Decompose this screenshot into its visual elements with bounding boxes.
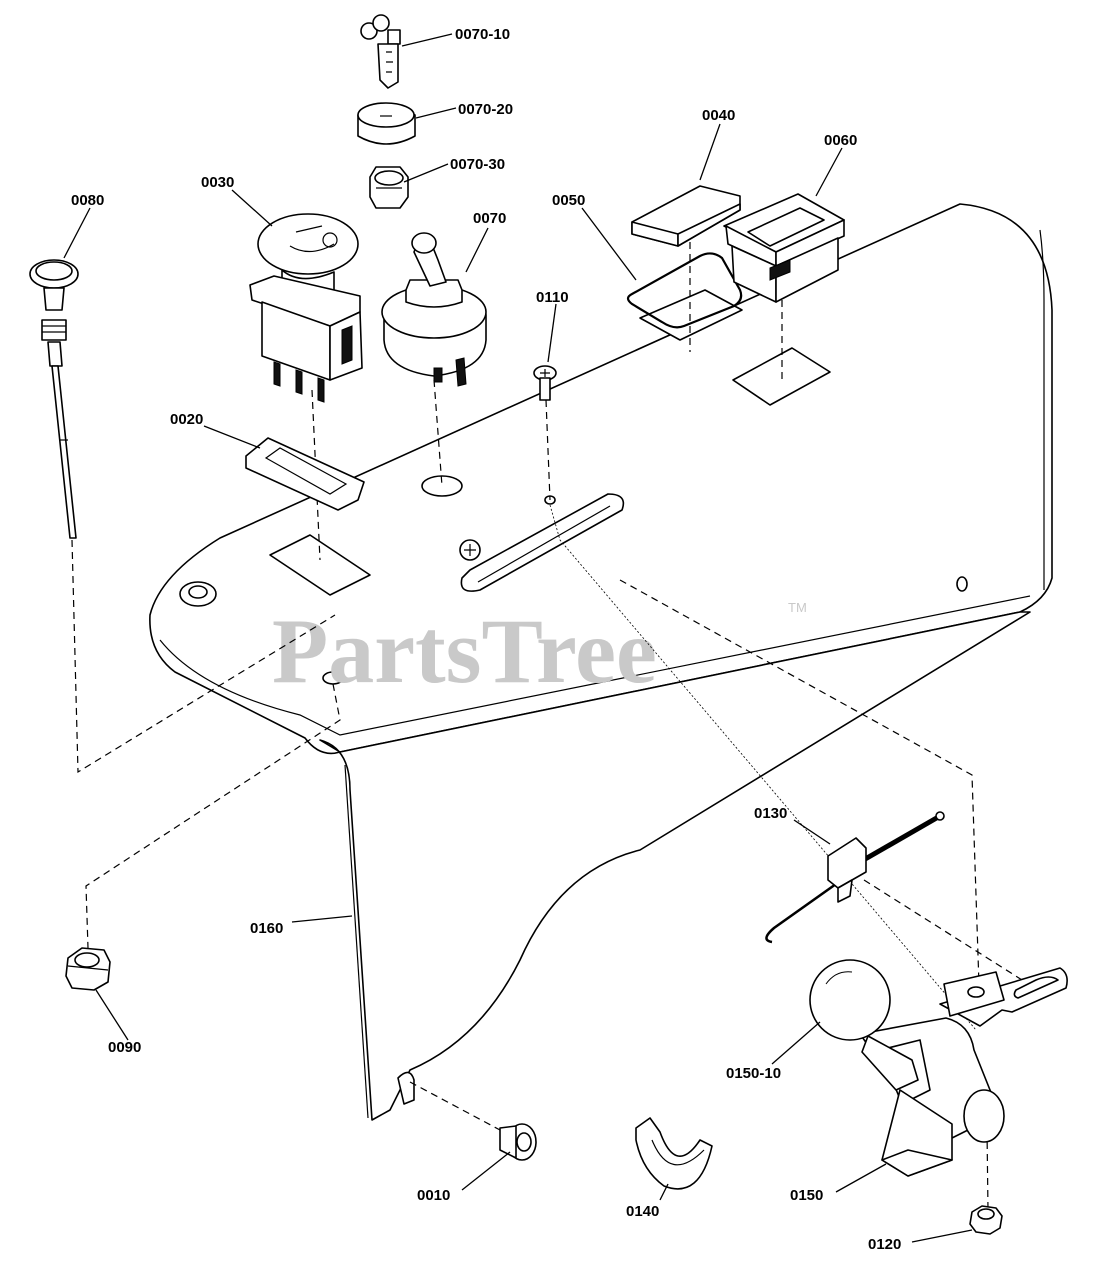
label-0140: 0140 bbox=[626, 1203, 659, 1220]
label-0090: 0090 bbox=[108, 1039, 141, 1056]
switch-plug bbox=[631, 185, 741, 247]
pto-switch bbox=[249, 213, 363, 403]
rocker-switch bbox=[723, 193, 845, 303]
label-0060: 0060 bbox=[824, 132, 857, 149]
ignition-switch bbox=[381, 232, 487, 387]
pto-bezel bbox=[245, 437, 365, 511]
shoulder-bolt bbox=[499, 1123, 537, 1161]
assembly-guide-lines bbox=[71, 230, 1031, 1211]
ignition-nut bbox=[369, 166, 409, 209]
screw bbox=[533, 365, 557, 401]
label-0160: 0160 bbox=[250, 920, 283, 937]
hex-nut-right bbox=[969, 1205, 1003, 1235]
wire-clip bbox=[626, 252, 743, 329]
label-0070-30: 0070-30 bbox=[450, 156, 505, 173]
label-0010: 0010 bbox=[417, 1187, 450, 1204]
watermark-trademark: TM bbox=[788, 600, 807, 615]
label-0150-10: 0150-10 bbox=[726, 1065, 781, 1082]
label-0130: 0130 bbox=[754, 805, 787, 822]
label-0020: 0020 bbox=[170, 411, 203, 428]
choke-cable bbox=[29, 259, 79, 539]
leader-lines bbox=[63, 33, 973, 1243]
label-0070-20: 0070-20 bbox=[458, 101, 513, 118]
label-0150: 0150 bbox=[790, 1187, 823, 1204]
label-0120: 0120 bbox=[868, 1236, 901, 1253]
label-0030: 0030 bbox=[201, 174, 234, 191]
label-0050: 0050 bbox=[552, 192, 585, 209]
key-set bbox=[360, 14, 401, 89]
dash-panel bbox=[149, 203, 1053, 1121]
label-0080: 0080 bbox=[71, 192, 104, 209]
label-0040: 0040 bbox=[702, 107, 735, 124]
label-0070: 0070 bbox=[473, 210, 506, 227]
key-cap bbox=[357, 102, 416, 145]
callout-labels: 0070-10 0070-20 0070-30 0080 0030 0070 0… bbox=[71, 26, 901, 1253]
cutout-0030 bbox=[269, 534, 371, 596]
hex-nut-left bbox=[65, 947, 111, 991]
throttle-control bbox=[809, 959, 1068, 1177]
throttle-rod-clip bbox=[765, 811, 945, 944]
cable-strap bbox=[635, 1117, 713, 1190]
label-0110: 0110 bbox=[536, 289, 569, 306]
label-0070-10: 0070-10 bbox=[455, 26, 510, 43]
watermark-text: PartsTree bbox=[272, 600, 657, 702]
